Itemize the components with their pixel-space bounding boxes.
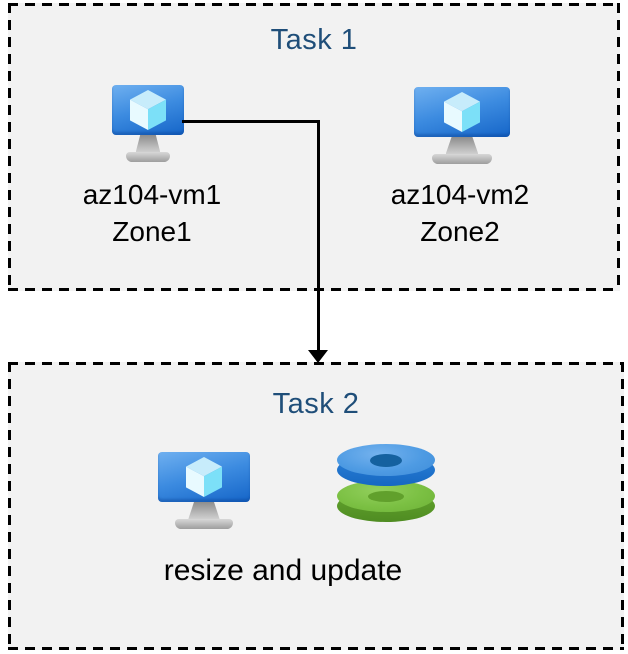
vm-stand-base bbox=[432, 154, 492, 164]
vm1-zone: Zone1 bbox=[112, 216, 192, 247]
vm2-name: az104-vm2 bbox=[390, 179, 530, 210]
green-disk-icon bbox=[337, 480, 435, 522]
managed-disks-icon bbox=[337, 444, 435, 524]
vm-monitor-screen bbox=[112, 85, 184, 135]
vm1-label: az104-vm1 Zone1 bbox=[32, 176, 272, 250]
arrow-head-icon bbox=[308, 350, 328, 363]
cube-icon bbox=[130, 90, 166, 130]
task2-title: Task 2 bbox=[272, 388, 360, 420]
cube-icon bbox=[444, 92, 480, 132]
task1-panel bbox=[8, 3, 620, 291]
vm-monitor-screen bbox=[158, 452, 250, 502]
virtual-machine-icon bbox=[414, 87, 510, 164]
task1-title: Task 1 bbox=[270, 24, 358, 56]
arrow-horizontal-segment bbox=[182, 120, 320, 123]
vm-stand-base bbox=[125, 152, 171, 162]
vm2-zone: Zone2 bbox=[420, 216, 500, 247]
task2-panel bbox=[8, 362, 624, 650]
virtual-machine-icon bbox=[112, 85, 184, 162]
vm-stand-neck bbox=[188, 502, 220, 519]
vm-stand-base bbox=[175, 519, 233, 529]
vm2-label: az104-vm2 Zone2 bbox=[340, 176, 580, 250]
vm-monitor-screen bbox=[414, 87, 510, 137]
blue-disk-icon bbox=[337, 444, 435, 486]
arrow-vertical-segment bbox=[317, 120, 320, 351]
vm-stand-neck bbox=[445, 137, 479, 154]
cube-icon bbox=[186, 457, 222, 497]
vm-stand-neck bbox=[135, 135, 161, 152]
vm1-name: az104-vm1 bbox=[82, 179, 222, 210]
virtual-machine-icon bbox=[158, 452, 250, 529]
task2-caption: resize and update bbox=[163, 554, 403, 587]
